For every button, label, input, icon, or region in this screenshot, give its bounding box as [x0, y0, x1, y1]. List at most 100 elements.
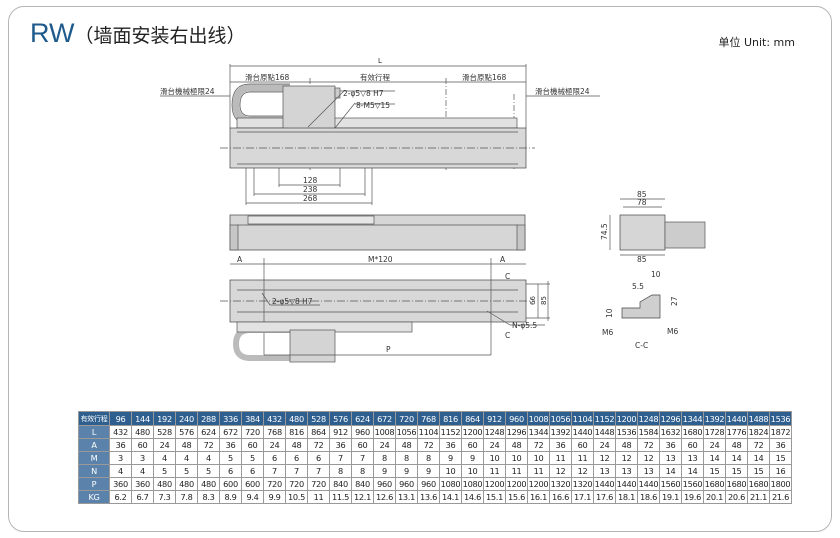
table-cell: 60: [461, 438, 484, 452]
table-cell: 12: [593, 451, 616, 465]
side-view: [229, 214, 526, 251]
table-cell: 5: [197, 464, 220, 478]
table-cell: 10: [483, 451, 506, 465]
table-cell: 60: [131, 438, 154, 452]
table-cell: 9: [373, 464, 396, 478]
table-cell: 10: [461, 464, 484, 478]
table-cell: 8: [373, 451, 396, 465]
stroke-header: 288: [197, 411, 220, 426]
row-label: N: [78, 464, 110, 478]
table-cell: 18.6: [637, 490, 660, 504]
table-cell: 1200: [483, 477, 506, 491]
table-cell: 7: [285, 464, 308, 478]
table-cell: 1680: [703, 477, 726, 491]
label-section-M6-right: M6: [667, 327, 678, 336]
table-cell: 1680: [681, 425, 704, 439]
table-cell: 10: [505, 451, 528, 465]
table-cell: 15: [703, 464, 726, 478]
table-cell: 1320: [571, 477, 594, 491]
stroke-header: 384: [241, 411, 264, 426]
table-cell: 12.1: [351, 490, 374, 504]
table-cell: 576: [175, 425, 198, 439]
table-cell: 1056: [395, 425, 418, 439]
label-tap-hole: 8-M5▽15: [356, 101, 390, 110]
table-cell: 720: [285, 477, 308, 491]
table-cell: 1392: [549, 425, 572, 439]
table-cell: 1080: [439, 477, 462, 491]
table-cell: 36: [659, 438, 682, 452]
unit-label: 单位 Unit: mm: [718, 36, 795, 49]
table-cell: 19.1: [659, 490, 682, 504]
table-cell: 480: [175, 477, 198, 491]
table-cell: 4: [131, 464, 154, 478]
table-cell: 1440: [571, 425, 594, 439]
table-cell: 768: [263, 425, 286, 439]
table-cell: 24: [263, 438, 286, 452]
table-cell: 600: [219, 477, 242, 491]
table-cell: 1560: [659, 477, 682, 491]
table-cell: 1200: [505, 477, 528, 491]
table-cell: 48: [175, 438, 198, 452]
page-frame: [8, 6, 832, 532]
table-cell: 14: [659, 464, 682, 478]
table-cell: 912: [329, 425, 352, 439]
table-cell: 13.1: [395, 490, 418, 504]
table-cell: 840: [329, 477, 352, 491]
table-cell: 6: [241, 464, 264, 478]
table-cell: 1104: [417, 425, 440, 439]
table-cell: 5: [153, 464, 176, 478]
row-label: L: [78, 425, 110, 439]
table-cell: 10: [527, 451, 550, 465]
stroke-header: 1008: [527, 411, 550, 426]
table-cell: 8.3: [197, 490, 220, 504]
table-cell: 8: [351, 464, 374, 478]
stroke-header: 624: [351, 411, 374, 426]
table-cell: 36: [549, 438, 572, 452]
table-cell: 6: [219, 464, 242, 478]
table-cell: 16.1: [527, 490, 550, 504]
table-cell: 11: [571, 451, 594, 465]
table-cell: 960: [417, 477, 440, 491]
stroke-header: 1536: [769, 411, 792, 426]
table-cell: 1536: [615, 425, 638, 439]
table-cell: 10.5: [285, 490, 308, 504]
table-cell: 528: [153, 425, 176, 439]
end-view: 85 78 74.5 85: [600, 190, 706, 264]
table-cell: 1320: [549, 477, 572, 491]
table-cell: 1680: [747, 477, 770, 491]
table-cell: 1800: [769, 477, 792, 491]
row-label: A: [78, 438, 110, 452]
table-cell: 3: [131, 451, 154, 465]
stroke-header: 1392: [703, 411, 726, 426]
table-cell: 20.6: [725, 490, 748, 504]
table-cell: 1200: [461, 425, 484, 439]
dim-85: 85: [540, 296, 548, 305]
dim-P: P: [386, 345, 391, 354]
table-cell: 36: [329, 438, 352, 452]
label-section-CC: C-C: [635, 341, 648, 350]
table-cell: 12: [571, 464, 594, 478]
table-cell: 960: [373, 477, 396, 491]
label-mount-hole: N-φ5.5: [512, 321, 537, 330]
dim-238: 238: [303, 185, 318, 194]
stroke-header: 1440: [725, 411, 748, 426]
dim-section-10-left: 10: [605, 308, 614, 318]
table-cell: 7.3: [153, 490, 176, 504]
section-mark-C-top: C: [505, 272, 510, 281]
dim-A-right: A: [500, 255, 506, 264]
table-cell: 7: [307, 464, 330, 478]
table-cell: 13: [593, 464, 616, 478]
table-cell: 1632: [659, 425, 682, 439]
table-cell: 21.1: [747, 490, 770, 504]
table-cell: 60: [681, 438, 704, 452]
row-label: M: [78, 451, 110, 465]
table-cell: 960: [351, 425, 374, 439]
table-cell: 48: [615, 438, 638, 452]
table-cell: 9.9: [263, 490, 286, 504]
table-cell: 4: [153, 451, 176, 465]
